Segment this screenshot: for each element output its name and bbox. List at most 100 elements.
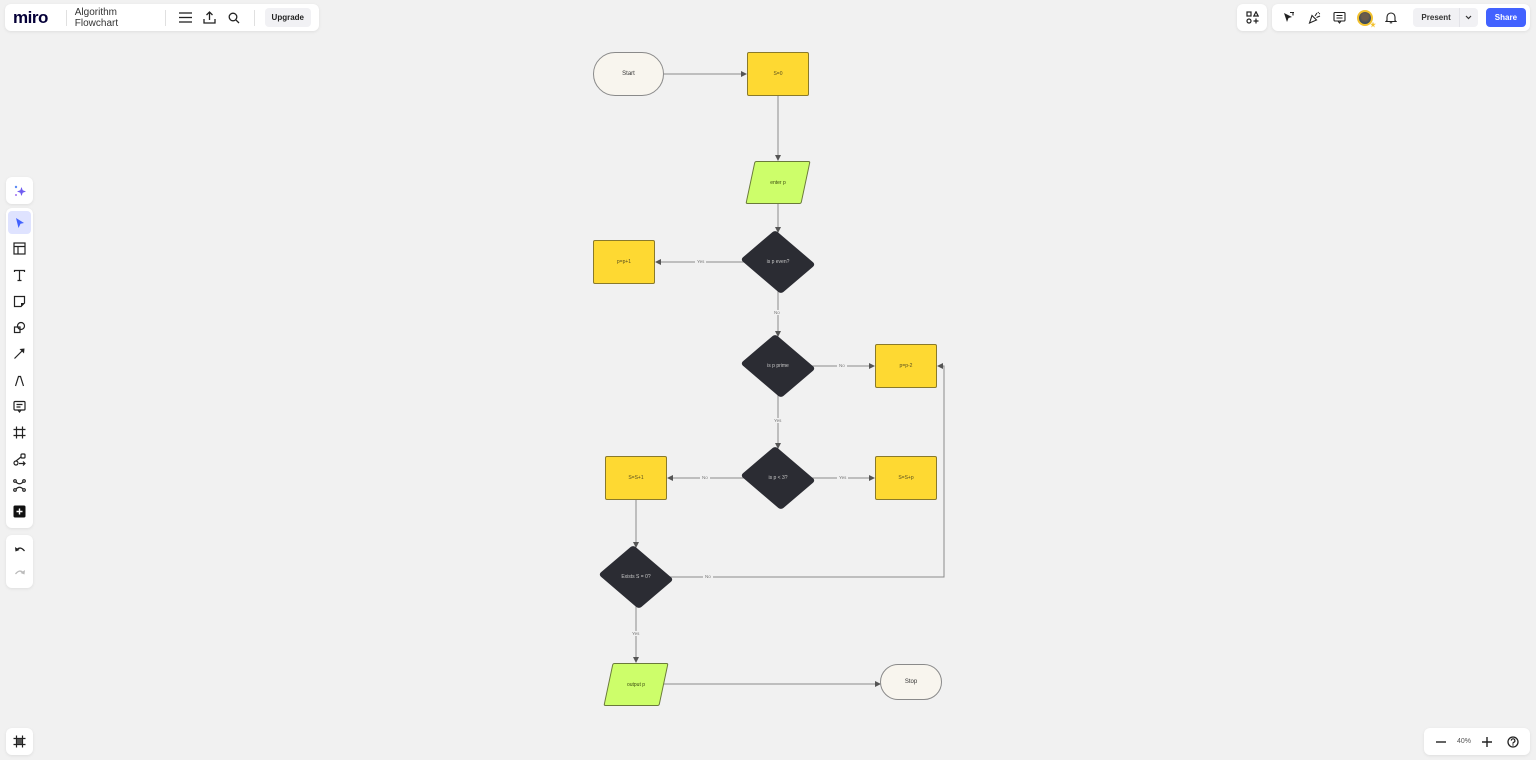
plus-square-icon xyxy=(13,505,26,518)
redo-button[interactable] xyxy=(8,562,31,585)
frames-button[interactable] xyxy=(6,728,33,755)
avatar[interactable] xyxy=(1357,9,1373,26)
tool-shapes[interactable] xyxy=(8,316,31,339)
init-s-node[interactable]: S=0 xyxy=(747,52,809,96)
pen-icon xyxy=(14,375,25,386)
present-group: Present xyxy=(1413,8,1478,27)
tool-pen[interactable] xyxy=(8,369,31,392)
enter-p-node[interactable]: enter p xyxy=(745,161,811,204)
board-title[interactable]: Algorithm Flowchart xyxy=(74,6,119,29)
ai-assist-button[interactable] xyxy=(6,177,33,204)
templates-icon xyxy=(13,242,26,255)
tool-connection-line[interactable] xyxy=(8,342,31,365)
exists-node[interactable]: Exists S = 0? xyxy=(598,544,674,610)
miro-logo[interactable]: miro xyxy=(13,7,48,27)
edge-label-exists-no: No xyxy=(703,574,713,579)
exists-label: Exists S = 0? xyxy=(621,574,651,580)
search-icon[interactable] xyxy=(222,6,246,30)
help-button[interactable] xyxy=(1503,730,1523,754)
board-header: miro Algorithm Flowchart Upgrade xyxy=(5,4,319,31)
p-minus-2-label: p=p-2 xyxy=(899,363,913,369)
export-icon[interactable] xyxy=(198,6,222,30)
apps-icon xyxy=(1245,11,1259,24)
divider xyxy=(164,9,166,26)
tool-mind-map[interactable] xyxy=(8,474,31,497)
output-p-label: output p xyxy=(626,681,646,688)
start-node[interactable]: Start xyxy=(593,52,664,96)
is-lt3-label: is p < 3? xyxy=(768,475,788,481)
s-plus-p-node[interactable]: S=S+p xyxy=(875,456,937,500)
divider xyxy=(1458,8,1460,27)
tool-comment[interactable] xyxy=(8,395,31,418)
is-prime-label: is p prime xyxy=(767,363,789,369)
upgrade-button[interactable]: Upgrade xyxy=(264,8,311,27)
ai-sparkle-icon xyxy=(14,185,26,196)
menu-icon[interactable] xyxy=(173,6,197,30)
undo-icon xyxy=(14,546,25,552)
sticky-note-icon xyxy=(13,295,26,307)
edge-label-exists-yes: Yes xyxy=(630,631,642,636)
minus-icon xyxy=(1435,740,1446,743)
present-options-button[interactable] xyxy=(1460,15,1478,20)
creation-toolbar xyxy=(6,208,33,528)
is-even-node[interactable]: is p even? xyxy=(740,229,816,295)
zoom-in-button[interactable] xyxy=(1477,730,1497,754)
mindmap-icon xyxy=(13,479,26,492)
shapes-icon xyxy=(13,322,26,334)
comments-icon[interactable] xyxy=(1327,6,1352,30)
zoom-level[interactable]: 40% xyxy=(1456,738,1471,745)
cursor-follow-icon[interactable] xyxy=(1276,6,1301,30)
help-icon xyxy=(1507,735,1519,748)
tool-sticky-note[interactable] xyxy=(8,290,31,313)
is-even-label: is p even? xyxy=(766,259,790,265)
output-p-node[interactable]: output p xyxy=(603,663,669,706)
zoom-out-button[interactable] xyxy=(1431,730,1451,754)
plus-icon xyxy=(1481,736,1492,747)
edge-label-prime-no: No xyxy=(837,363,847,368)
comment-icon xyxy=(13,400,26,414)
stop-label: Stop xyxy=(904,679,918,685)
tool-text[interactable] xyxy=(8,264,31,287)
edge-label-even-yes: Yes xyxy=(695,259,707,264)
p-plus-1-node[interactable]: p=p+1 xyxy=(593,240,655,284)
chevron-down-icon xyxy=(1465,15,1472,20)
tool-diagram[interactable] xyxy=(8,448,31,471)
history-toolbar xyxy=(6,535,33,588)
redo-icon xyxy=(14,570,25,575)
is-prime-node[interactable]: is p prime xyxy=(740,333,816,399)
celebrate-icon[interactable] xyxy=(1301,6,1326,30)
tool-more-apps[interactable] xyxy=(8,500,31,523)
p-plus-1-label: p=p+1 xyxy=(616,259,632,265)
arrow-icon xyxy=(14,348,25,360)
s-plus-p-label: S=S+p xyxy=(898,475,914,481)
stop-node[interactable]: Stop xyxy=(880,664,942,700)
enter-p-label: enter p xyxy=(770,179,786,186)
cursor-icon xyxy=(15,217,24,228)
diagram-icon xyxy=(13,453,26,466)
s-plus-1-label: S=S+1 xyxy=(628,475,644,481)
undo-button[interactable] xyxy=(8,538,31,561)
zoom-controls: 40% xyxy=(1424,728,1530,755)
p-minus-2-node[interactable]: p=p-2 xyxy=(875,344,937,388)
notifications-icon[interactable] xyxy=(1378,6,1403,30)
apps-button[interactable] xyxy=(1237,4,1267,31)
tool-frame[interactable] xyxy=(8,421,31,444)
edge-label-lt3-yes: Yes xyxy=(837,475,849,480)
edge-label-even-no: No xyxy=(772,310,782,315)
divider xyxy=(253,9,255,26)
is-lt3-node[interactable]: is p < 3? xyxy=(740,445,816,511)
frame-icon xyxy=(13,426,26,439)
edge-label-lt3-no: No xyxy=(700,475,710,480)
tool-templates[interactable] xyxy=(8,237,31,260)
frames-icon xyxy=(13,735,26,748)
start-label: Start xyxy=(622,71,635,77)
tool-select[interactable] xyxy=(8,211,31,234)
collaboration-toolbar: Present Share xyxy=(1272,4,1530,31)
divider xyxy=(65,9,67,26)
init-s-label: S=0 xyxy=(773,71,783,77)
s-plus-1-node[interactable]: S=S+1 xyxy=(605,456,667,500)
share-button[interactable]: Share xyxy=(1485,8,1527,27)
present-button[interactable]: Present xyxy=(1421,13,1451,22)
text-icon xyxy=(13,269,26,281)
